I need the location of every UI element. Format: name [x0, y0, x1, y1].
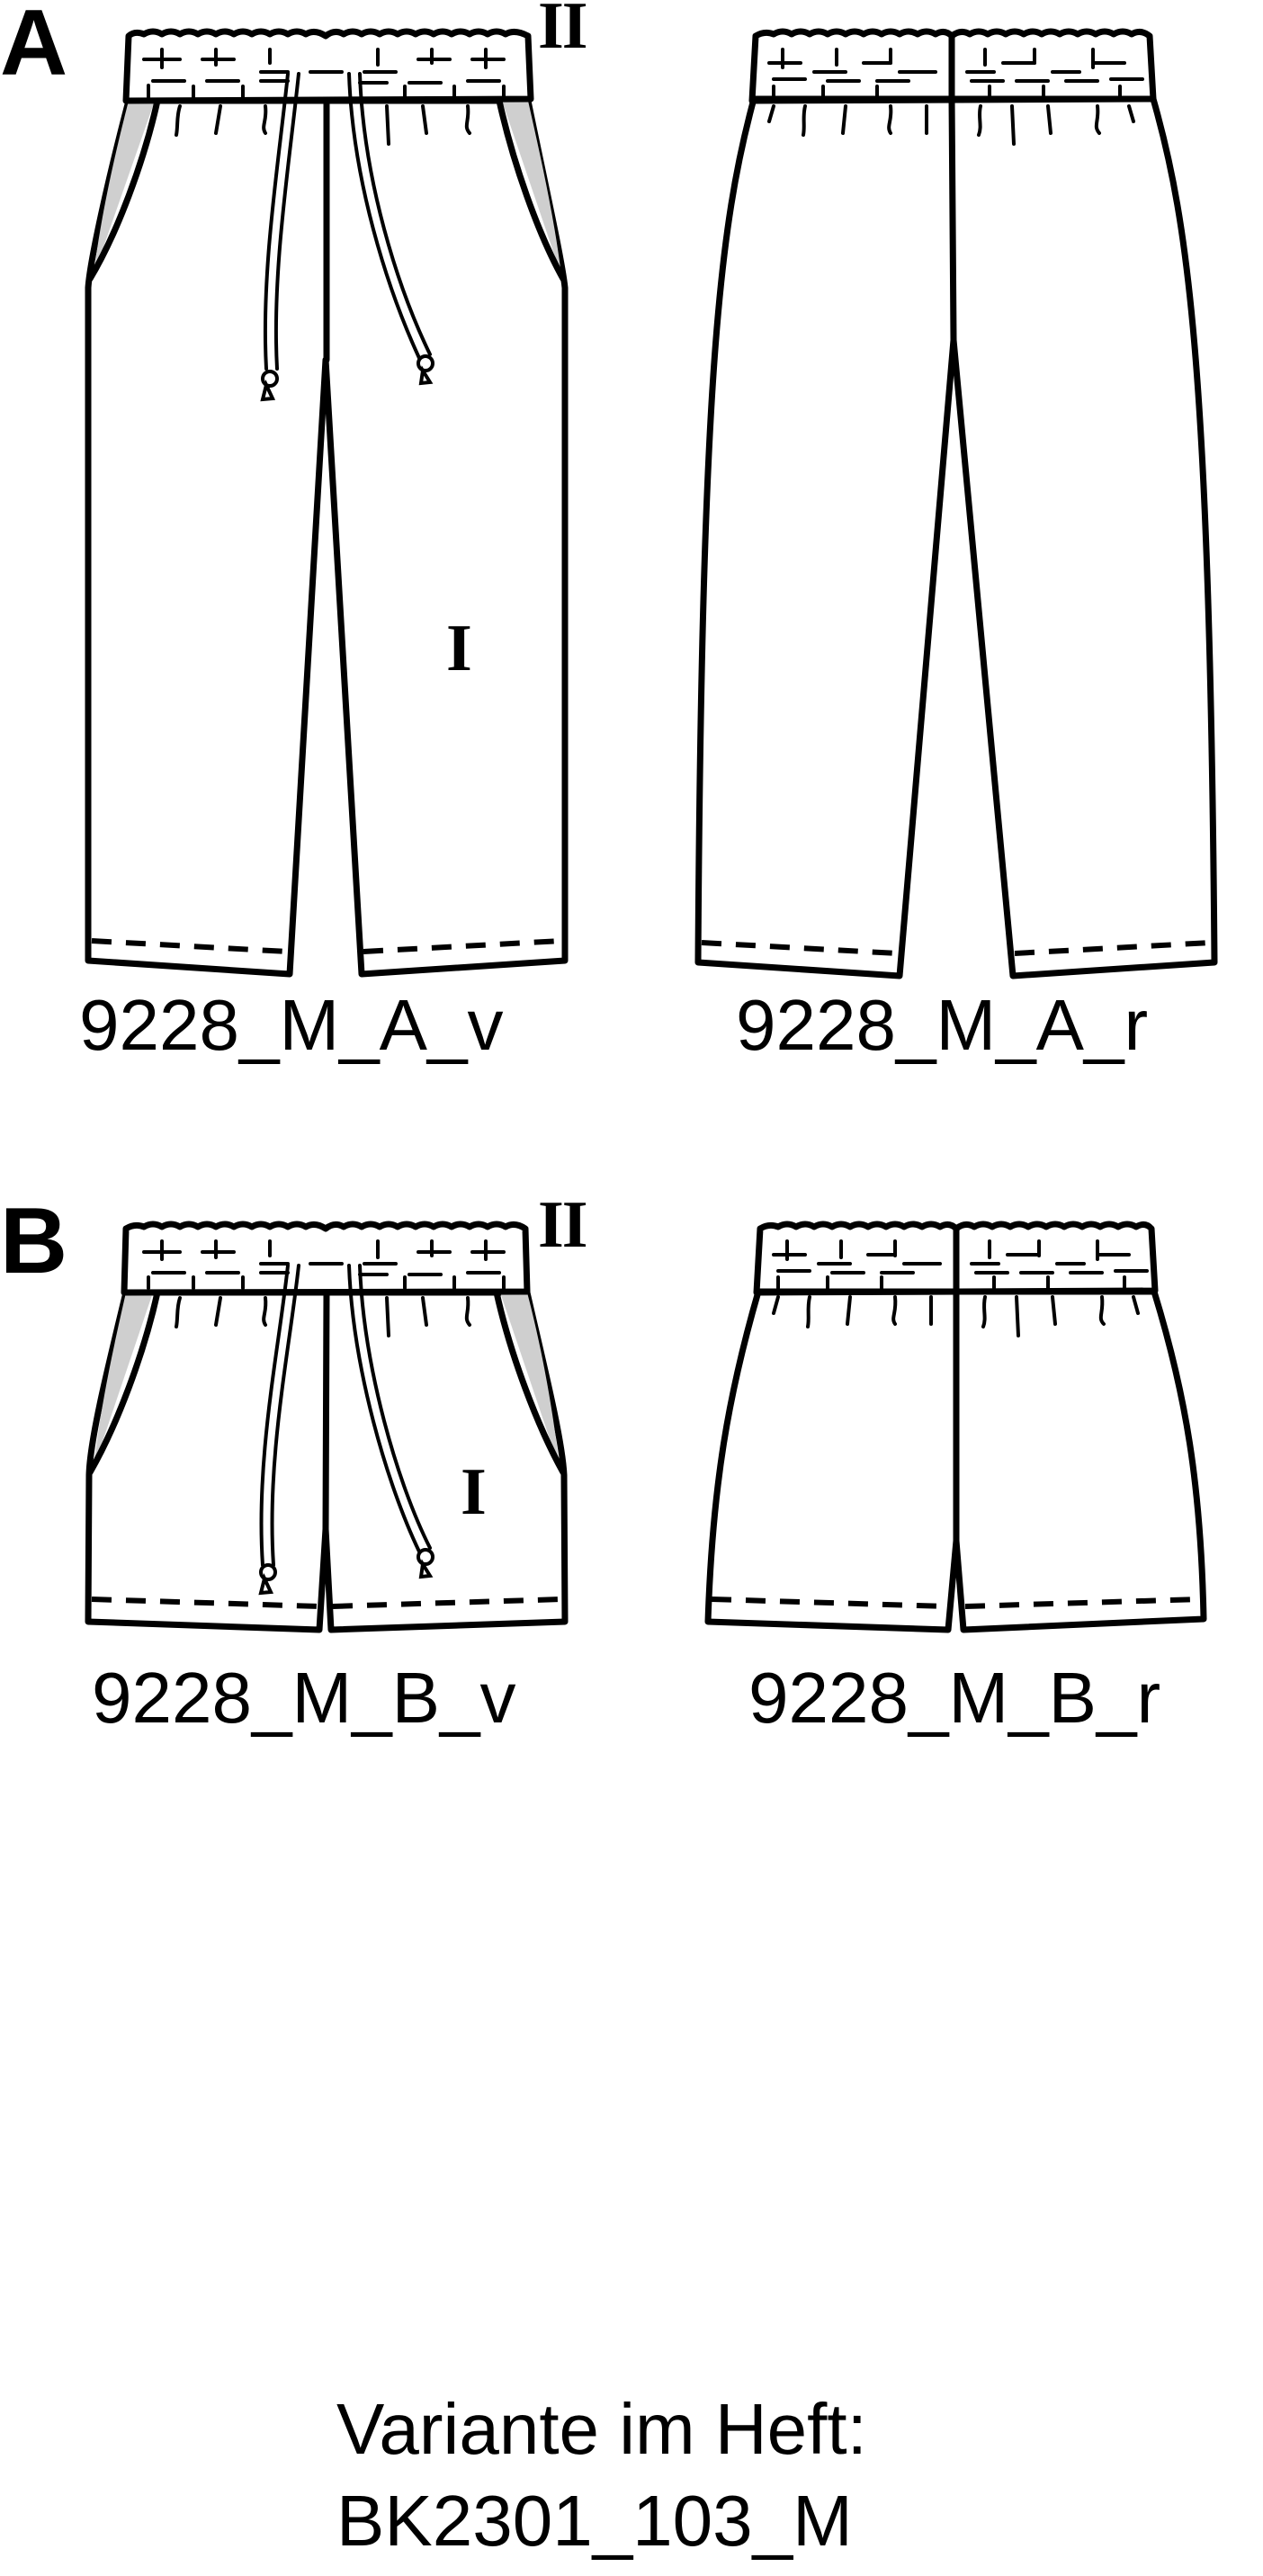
caption-b-back: 9228_M_B_r: [748, 1658, 1161, 1738]
hem-stitch-back-left: [701, 940, 899, 956]
pocket-edge-left-b: [86, 1289, 161, 1476]
variant-letter-a: A: [0, 0, 68, 95]
variant-letter-b: B: [0, 1189, 68, 1293]
magazine-variant-label: Variante im Heft:: [336, 2389, 867, 2469]
waistband-back-texture: [767, 48, 1144, 99]
shorts-front-body: [85, 1289, 569, 1633]
gathers: [175, 104, 471, 146]
gathers-back-b: [772, 1295, 1140, 1337]
waistband-texture-b: [142, 1239, 506, 1290]
hem-stitch-left-b: [91, 1597, 320, 1609]
shorts-front-illustration: [85, 1221, 569, 1633]
elastic-waistband-b: [121, 1221, 531, 1296]
pocket-edge-right-b: [493, 1289, 567, 1476]
elastic-waistband: [122, 28, 534, 104]
pocket-edge-right: [496, 97, 567, 282]
pocket-edge-left: [86, 97, 161, 282]
drawstring-tip-left-b: [258, 1573, 274, 1596]
variant-a-back-drawing: [0, 0, 1263, 989]
drawstring-knot-left-b: [259, 1563, 277, 1581]
drawstring-tip-left: [260, 380, 276, 402]
variant-b-back-drawing: [0, 1196, 1263, 1646]
pocket-facing-left: [94, 101, 155, 275]
trousers-back-body: [694, 95, 1218, 979]
hem-stitch-back-left-b: [711, 1597, 947, 1609]
trousers-front-illustration: [85, 28, 569, 978]
variant-a-front-drawing: [0, 0, 630, 989]
center-back-seam: [948, 95, 957, 344]
pocket-facing-left-b: [94, 1292, 153, 1468]
variant-b-front-drawing: [0, 1196, 630, 1646]
pocket-facing-right: [502, 101, 561, 275]
drawstring-knot-right: [417, 354, 434, 372]
caption-a-back: 9228_M_A_r: [736, 985, 1149, 1065]
shorts-back-body: [704, 1288, 1207, 1633]
drawstring-left-b: [259, 1264, 300, 1567]
drawstring-tip-right-b: [418, 1559, 434, 1579]
waistband-back-texture-b: [772, 1239, 1149, 1290]
hem-stitch-back-right-b: [964, 1597, 1201, 1609]
caption-b-front: 9228_M_B_v: [92, 1658, 516, 1738]
piece-label-trouser-a: I: [446, 612, 472, 685]
piece-label-waistband-b: II: [538, 1188, 588, 1262]
gathers-back: [767, 104, 1135, 146]
drawstring-knot-right-b: [417, 1548, 434, 1566]
waistband-elastic-texture: [142, 48, 506, 99]
drawstring-knot-left: [261, 370, 279, 388]
pocket-facing-right-b: [500, 1292, 560, 1468]
hem-stitch-right-b: [332, 1597, 562, 1609]
caption-a-front: 9228_M_A_v: [79, 985, 504, 1065]
gathers-b: [175, 1296, 471, 1337]
magazine-variant-note: Variante im Heft: BK2301_103_M: [336, 2384, 867, 2568]
drawstring-left: [263, 72, 300, 371]
drawstring-tip-right: [418, 365, 434, 386]
piece-label-waistband-a: II: [538, 0, 588, 63]
drawstring-right: [347, 72, 432, 360]
hem-stitch-back-right: [1014, 940, 1212, 956]
trousers-back-illustration: [694, 28, 1218, 979]
magazine-variant-code: BK2301_103_M: [336, 2481, 853, 2562]
shorts-back-illustration: [704, 1221, 1207, 1633]
center-front-seam-b: [322, 1289, 330, 1533]
drawstring-right-b: [347, 1264, 432, 1553]
piece-label-shorts-b: I: [461, 1455, 487, 1529]
